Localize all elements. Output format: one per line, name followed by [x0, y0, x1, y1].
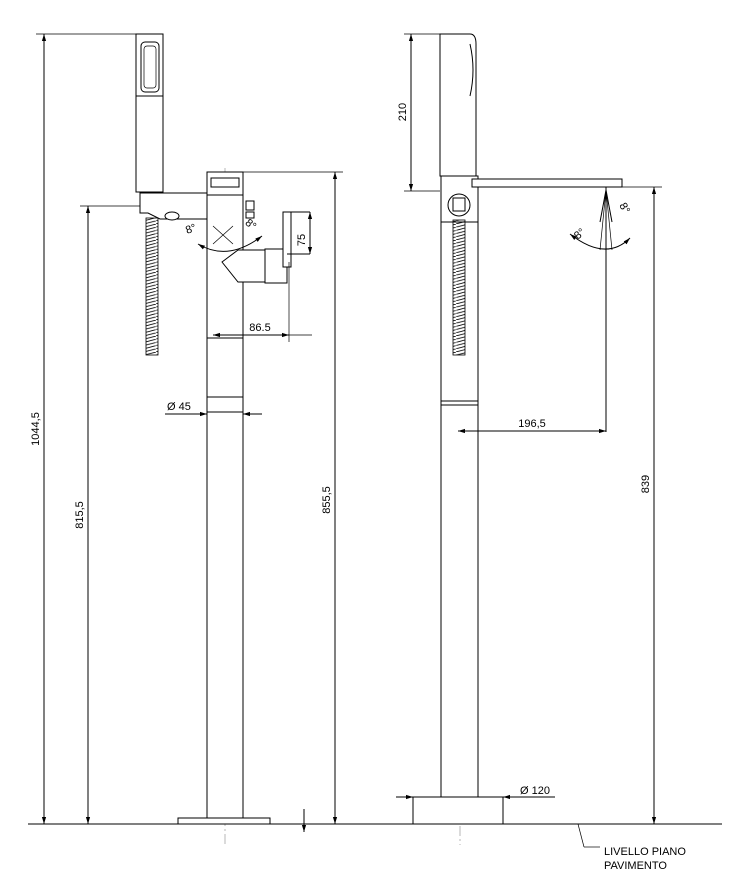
dim-handshower-length: 210	[397, 103, 409, 121]
side-view: 8° 8°	[412, 33, 632, 845]
dim-spout-reach: 196,5	[518, 418, 546, 430]
front-dim-lever: 75	[296, 212, 313, 254]
front-dim-total-height: 1044,5	[30, 33, 160, 824]
dim-spout-height: 855,5	[321, 486, 333, 514]
side-dim-base-diameter: Ø 120	[396, 785, 555, 800]
rotation-angle-right: 8°	[243, 217, 259, 233]
dim-base-diameter: Ø 120	[520, 785, 550, 797]
side-dim-handshower: 210	[397, 33, 440, 192]
floor-label-line2: PAVIMENTO	[604, 860, 667, 872]
front-view: 8° 8°	[135, 33, 310, 845]
front-dim-spout: 855,5	[243, 171, 343, 824]
dim-total-height: 1044,5	[30, 412, 42, 446]
side-dim-spout-height: 839	[622, 186, 662, 824]
floor-label-line1: LIVELLO PIANO	[604, 846, 686, 858]
side-dim-spout-reach: 196,5	[458, 418, 606, 434]
dim-lever-offset: 86.5	[249, 322, 270, 334]
floor-level: LIVELLO PIANO PAVIMENTO	[28, 809, 722, 872]
dim-side-spout-height: 839	[640, 475, 652, 493]
dim-shower-arm-height: 815,5	[74, 501, 86, 529]
front-dim-diameter: Ø 45	[165, 401, 262, 417]
dim-column-diameter: Ø 45	[167, 401, 191, 413]
front-dim-lever-offset: 86.5	[213, 262, 312, 342]
rotation-angle-left: 8°	[184, 222, 198, 237]
dim-lever-height: 75	[296, 234, 308, 246]
side-rotation-angle-left: 8°	[572, 226, 588, 242]
side-rotation-angle-right: 8°	[616, 201, 632, 216]
front-dim-shower-arm: 815,5	[74, 205, 140, 824]
